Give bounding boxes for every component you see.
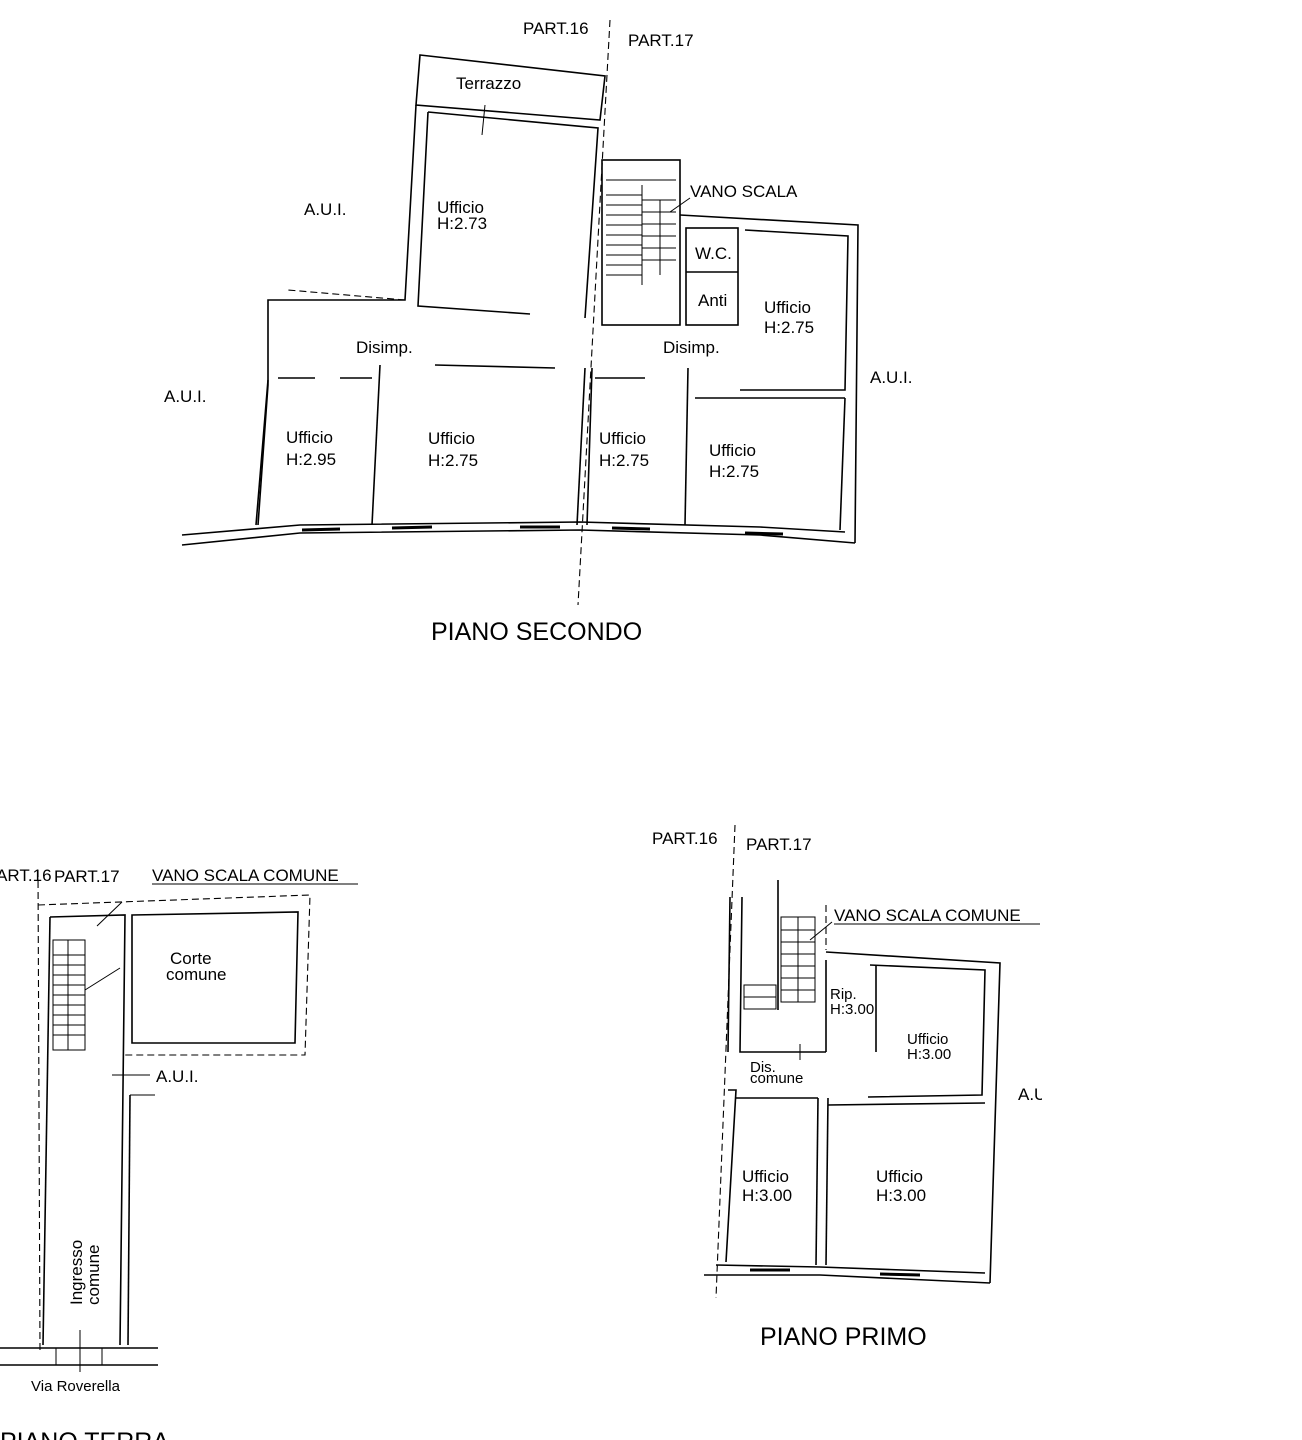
piano-terra-title: PIANO TERRA <box>0 1428 169 1440</box>
front-facade-wall <box>181 529 856 546</box>
street-name-label: Via Roverella <box>31 1378 121 1395</box>
corridor-right-wall <box>49 914 126 1346</box>
piano-terra-plan: PART.16 PART.17 VANO SCALA COMUNE Corte … <box>0 866 358 1440</box>
corridor-left-wall <box>42 916 51 1346</box>
primo-front-facade <box>704 1274 991 1284</box>
primo-ufficio-top-wall <box>867 964 986 1098</box>
ps-part17-label: PART.17 <box>628 31 694 50</box>
ps-aui-top-left-label: A.U.I. <box>304 200 347 219</box>
pt-vano-scala-label: VANO SCALA COMUNE <box>152 866 339 885</box>
anti-label: Anti <box>698 291 727 310</box>
pt-aui-label: A.U.I. <box>156 1067 199 1086</box>
room-name: Ufficio <box>437 198 484 217</box>
wall <box>434 364 556 369</box>
left-block-wall <box>257 104 417 526</box>
room-name: Ufficio <box>907 1031 948 1048</box>
piano-secondo-title: PIANO SECONDO <box>431 618 642 646</box>
corridor-outer-wall <box>127 1094 131 1346</box>
entrance-door <box>55 1347 103 1366</box>
pt-part17-label: PART.17 <box>54 867 120 886</box>
room-name: Ufficio <box>876 1167 923 1186</box>
room-name: Ufficio <box>599 429 646 448</box>
wall <box>684 367 689 526</box>
disimp-right-label: Disimp. <box>663 338 720 357</box>
front-facade-inner <box>181 521 846 536</box>
room-height: H:3.00 <box>907 1046 951 1063</box>
primo-stair-left-wall <box>739 896 826 1053</box>
ingresso-label-1: Ingresso <box>67 1240 86 1305</box>
piano-secondo-plan: PART.16 PART.17 Terrazzo VANO SCALA A.U.… <box>164 19 913 646</box>
primo-front-windows <box>750 1268 921 1277</box>
stair-steps <box>606 179 676 285</box>
right-block-outer-wall <box>679 214 859 544</box>
ufficio-top-right-wall <box>427 111 599 319</box>
wall <box>576 367 586 526</box>
wc-anti-block <box>685 227 739 326</box>
wall <box>255 379 269 526</box>
piano-primo-plan: PART.16 PART.17 VANO SCALA COMUNE A.U.I.… <box>652 824 1072 1351</box>
room-name: Ufficio <box>742 1167 789 1186</box>
terra-stair-steps <box>52 939 121 1051</box>
terrazzo-outline <box>415 54 606 121</box>
room-height: H:3.00 <box>742 1186 792 1205</box>
primo-outer-left-wall <box>727 896 731 1053</box>
aui-crop-mask <box>1042 1078 1072 1108</box>
pp-part17-label: PART.17 <box>746 835 812 854</box>
ufficio-top-inner-wall <box>417 111 531 315</box>
room-height: H:2.75 <box>764 318 814 337</box>
pp-vano-scala-label: VANO SCALA COMUNE <box>834 906 1021 925</box>
front-windows <box>301 525 784 536</box>
room-height: H:2.75 <box>709 462 759 481</box>
terra-dashed-boundary <box>37 894 311 1056</box>
wall <box>827 1102 986 1106</box>
corte-label-2: comune <box>166 965 226 984</box>
piano-primo-title: PIANO PRIMO <box>760 1323 927 1351</box>
terra-vano-scala-leader <box>96 901 123 927</box>
aui-boundary <box>287 289 406 301</box>
parcel-boundary-line <box>577 19 611 606</box>
wc-label: W.C. <box>695 244 732 263</box>
room-height: H:2.75 <box>428 451 478 470</box>
wall <box>825 1097 829 1266</box>
corte-comune-outline <box>131 911 299 1044</box>
primo-vano-scala-leader <box>809 921 833 941</box>
rip-name: Rip. <box>830 986 857 1003</box>
ingresso-label-2: comune <box>84 1245 103 1305</box>
room-name: Ufficio <box>709 441 756 460</box>
wall <box>586 367 593 526</box>
parcel-boundary-line <box>715 824 736 1299</box>
ps-aui-left-label: A.U.I. <box>164 387 207 406</box>
room-name: Ufficio <box>428 429 475 448</box>
dis-label-2: comune <box>750 1070 803 1087</box>
vano-scala-leader <box>669 197 691 213</box>
room-height: H:3.00 <box>876 1186 926 1205</box>
ps-vano-scala-label: VANO SCALA <box>690 182 798 201</box>
parcel-boundary-line <box>37 869 41 1351</box>
pp-part16-label: PART.16 <box>652 829 718 848</box>
wall <box>839 397 846 531</box>
ps-aui-right-label: A.U.I. <box>870 368 913 387</box>
room-name: Ufficio <box>286 428 333 447</box>
wall <box>815 1097 819 1266</box>
room-height: H:2.95 <box>286 450 336 469</box>
terrazzo-label: Terrazzo <box>456 74 521 93</box>
corte-label-1: Corte <box>170 949 212 968</box>
room-height: H:2.73 <box>437 214 487 233</box>
ps-part16-label: PART.16 <box>523 19 589 38</box>
dis-label-1: Dis. <box>750 1059 776 1076</box>
primo-right-outer-wall <box>825 951 1001 1284</box>
primo-lower-left-wall <box>725 1089 737 1263</box>
disimp-left-label: Disimp. <box>356 338 413 357</box>
room-name: Ufficio <box>764 298 811 317</box>
primo-stair-steps <box>743 916 816 1010</box>
pt-part16-label: PART.16 <box>0 866 52 885</box>
primo-front-inner <box>715 1264 986 1274</box>
room-height: H:2.75 <box>599 451 649 470</box>
rip-height: H:3.00 <box>830 1001 874 1018</box>
terrazzo-marker <box>481 104 486 136</box>
stair-enclosure <box>601 159 681 326</box>
ufficio-right-top-wall <box>740 229 849 391</box>
wall <box>371 364 381 526</box>
